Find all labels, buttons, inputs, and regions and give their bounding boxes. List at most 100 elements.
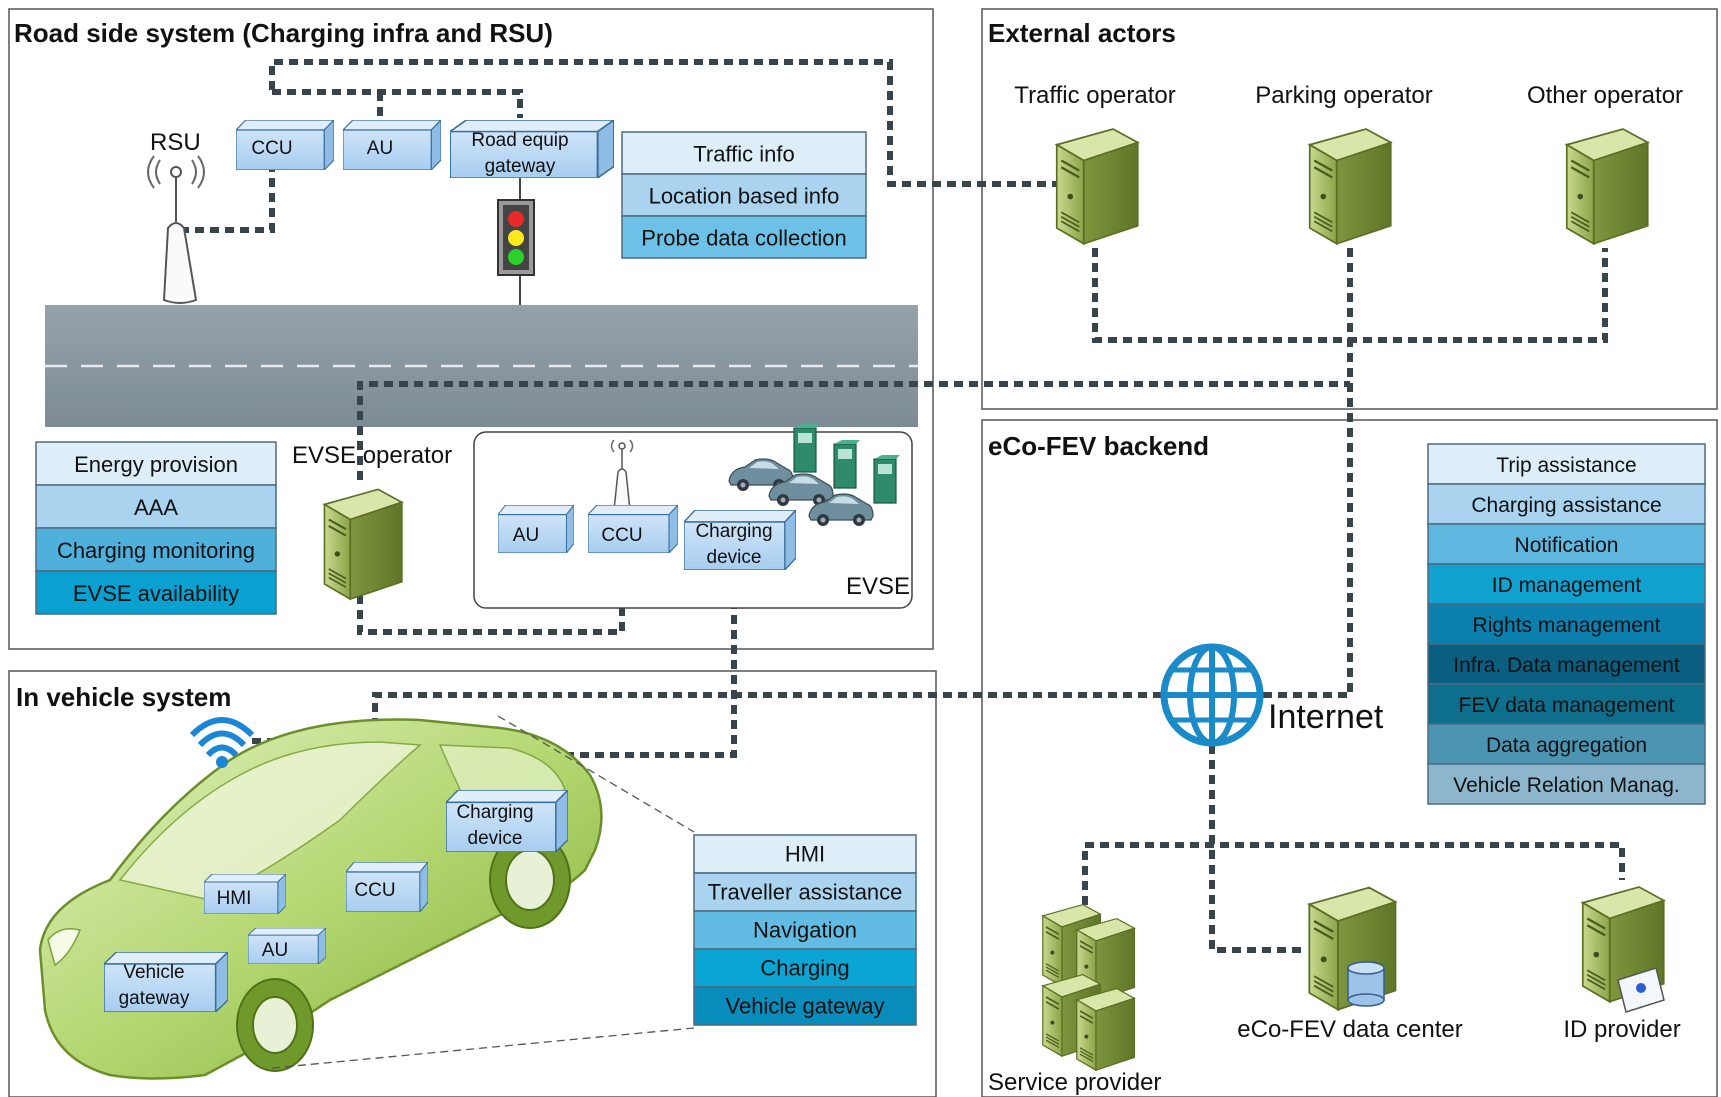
svg-text:HMI: HMI bbox=[217, 888, 252, 909]
service-provider-label: Service provider bbox=[988, 1069, 1161, 1096]
service-row-label: Location based info bbox=[649, 183, 840, 208]
backend-title: eCo-FEV backend bbox=[988, 431, 1209, 461]
service-row: AAA bbox=[35, 484, 277, 529]
data-center-server-icon bbox=[1308, 886, 1397, 1011]
service-row: Rights management bbox=[1427, 603, 1706, 645]
svg-text:gateway: gateway bbox=[119, 988, 190, 1009]
traffic-operator-server-icon bbox=[1055, 127, 1139, 245]
wifi-icon bbox=[189, 717, 255, 768]
vehicle-gateway-box: Vehicle gateway bbox=[104, 952, 228, 1012]
svg-text:AU: AU bbox=[367, 138, 393, 159]
callout-guide-line-bottom bbox=[271, 1027, 695, 1069]
svg-text:CCU: CCU bbox=[601, 525, 642, 546]
service-row: Charging assistance bbox=[1427, 483, 1706, 525]
service-row: Trip assistance bbox=[1427, 443, 1706, 485]
id-provider-label: ID provider bbox=[1563, 1016, 1680, 1043]
rsu: RSU bbox=[147, 129, 205, 304]
service-row: Charging bbox=[693, 948, 917, 988]
service-row-label: Traveller assistance bbox=[708, 880, 903, 905]
vehicle-title: In vehicle system bbox=[16, 682, 231, 712]
service-row: ID management bbox=[1427, 563, 1706, 605]
external-title: External actors bbox=[988, 18, 1176, 48]
service-row-label: Rights management bbox=[1473, 614, 1661, 637]
traffic-light-icon bbox=[497, 178, 535, 305]
evse-au-box: AU bbox=[498, 505, 574, 553]
roadside-ccu-box: CCU bbox=[236, 120, 334, 170]
service-row-label: Charging monitoring bbox=[57, 538, 255, 563]
evse-charging-device-box: Charging device bbox=[684, 510, 796, 570]
service-row-label: Notification bbox=[1515, 534, 1619, 557]
service-row-label: Charging bbox=[760, 956, 849, 981]
service-row-label: Traffic info bbox=[693, 141, 794, 166]
svg-text:AU: AU bbox=[262, 940, 288, 961]
service-row-label: Navigation bbox=[753, 918, 857, 943]
service-row: Location based info bbox=[621, 173, 867, 217]
service-row: Probe data collection bbox=[621, 215, 867, 259]
roadside-au-box: AU bbox=[343, 120, 441, 170]
svg-text:CCU: CCU bbox=[251, 138, 292, 159]
svg-text:CCU: CCU bbox=[354, 880, 395, 901]
service-row: Notification bbox=[1427, 523, 1706, 565]
service-row-label: Infra. Data management bbox=[1453, 654, 1680, 677]
service-row: Energy provision bbox=[35, 441, 277, 486]
service-row-label: Trip assistance bbox=[1496, 454, 1636, 477]
service-row-label: Vehicle gateway bbox=[726, 994, 885, 1019]
internet-globe-icon bbox=[1160, 643, 1264, 747]
service-row-label: ID management bbox=[1492, 574, 1642, 597]
svg-text:Road equip: Road equip bbox=[471, 130, 568, 151]
service-row-label: EVSE availability bbox=[73, 581, 239, 606]
svg-text:Charging: Charging bbox=[456, 802, 533, 823]
svg-text:device: device bbox=[707, 547, 762, 568]
evse-label: EVSE bbox=[846, 573, 910, 600]
service-row: Charging monitoring bbox=[35, 527, 277, 572]
service-row: FEV data management bbox=[1427, 683, 1706, 725]
id-provider-server-icon bbox=[1581, 885, 1665, 1013]
service-row: Navigation bbox=[693, 910, 917, 950]
svg-text:device: device bbox=[468, 828, 523, 849]
vehicle-charging-device-box: Charging device bbox=[446, 790, 568, 852]
service-provider-servers-icon bbox=[1041, 903, 1136, 1072]
service-row-label: Energy provision bbox=[74, 452, 238, 477]
service-row: Vehicle Relation Manag. bbox=[1427, 763, 1706, 805]
evse-ccu-box: CCU bbox=[588, 505, 678, 553]
service-row-label: AAA bbox=[134, 495, 178, 520]
traffic-operator-label: Traffic operator bbox=[1014, 82, 1175, 109]
parking-operator-label: Parking operator bbox=[1255, 82, 1432, 109]
service-row-label: Vehicle Relation Manag. bbox=[1453, 774, 1679, 797]
service-row: Traveller assistance bbox=[693, 872, 917, 912]
data-center-label: eCo-FEV data center bbox=[1237, 1016, 1462, 1043]
road-equip-gateway-box: Road equip gateway bbox=[450, 120, 614, 178]
internet-label: Internet bbox=[1268, 698, 1384, 736]
evse-antenna-icon bbox=[610, 439, 634, 511]
service-row-label: Charging assistance bbox=[1471, 494, 1661, 517]
vehicle-au-box: AU bbox=[248, 928, 326, 964]
vehicle-ccu-box: CCU bbox=[346, 862, 428, 912]
service-row: HMI bbox=[693, 834, 917, 874]
other-operator-label: Other operator bbox=[1527, 82, 1683, 109]
roadside-title: Road side system (Charging infra and RSU… bbox=[14, 18, 553, 48]
service-row-label: FEV data management bbox=[1459, 694, 1675, 717]
evse-operator-label: EVSE operator bbox=[292, 442, 452, 469]
service-row-label: Data aggregation bbox=[1486, 734, 1647, 757]
vehicle-hmi-box: HMI bbox=[204, 874, 286, 914]
service-row: EVSE availability bbox=[35, 570, 277, 615]
svg-text:gateway: gateway bbox=[485, 156, 556, 177]
service-row: Traffic info bbox=[621, 131, 867, 175]
parking-operator-server-icon bbox=[1308, 127, 1392, 245]
service-row: Infra. Data management bbox=[1427, 643, 1706, 685]
service-row: Vehicle gateway bbox=[693, 986, 917, 1026]
service-row-label: HMI bbox=[785, 842, 825, 867]
other-operator-server-icon bbox=[1565, 127, 1649, 245]
svg-text:AU: AU bbox=[513, 525, 539, 546]
evse-operator-server-icon bbox=[323, 488, 403, 601]
svg-text:Charging: Charging bbox=[695, 521, 772, 542]
rsu-antenna-icon bbox=[147, 155, 205, 304]
rsu-label: RSU bbox=[150, 129, 201, 156]
svg-text:Vehicle: Vehicle bbox=[123, 962, 184, 983]
callout-guide-line-top bbox=[497, 715, 695, 833]
service-row: Data aggregation bbox=[1427, 723, 1706, 765]
